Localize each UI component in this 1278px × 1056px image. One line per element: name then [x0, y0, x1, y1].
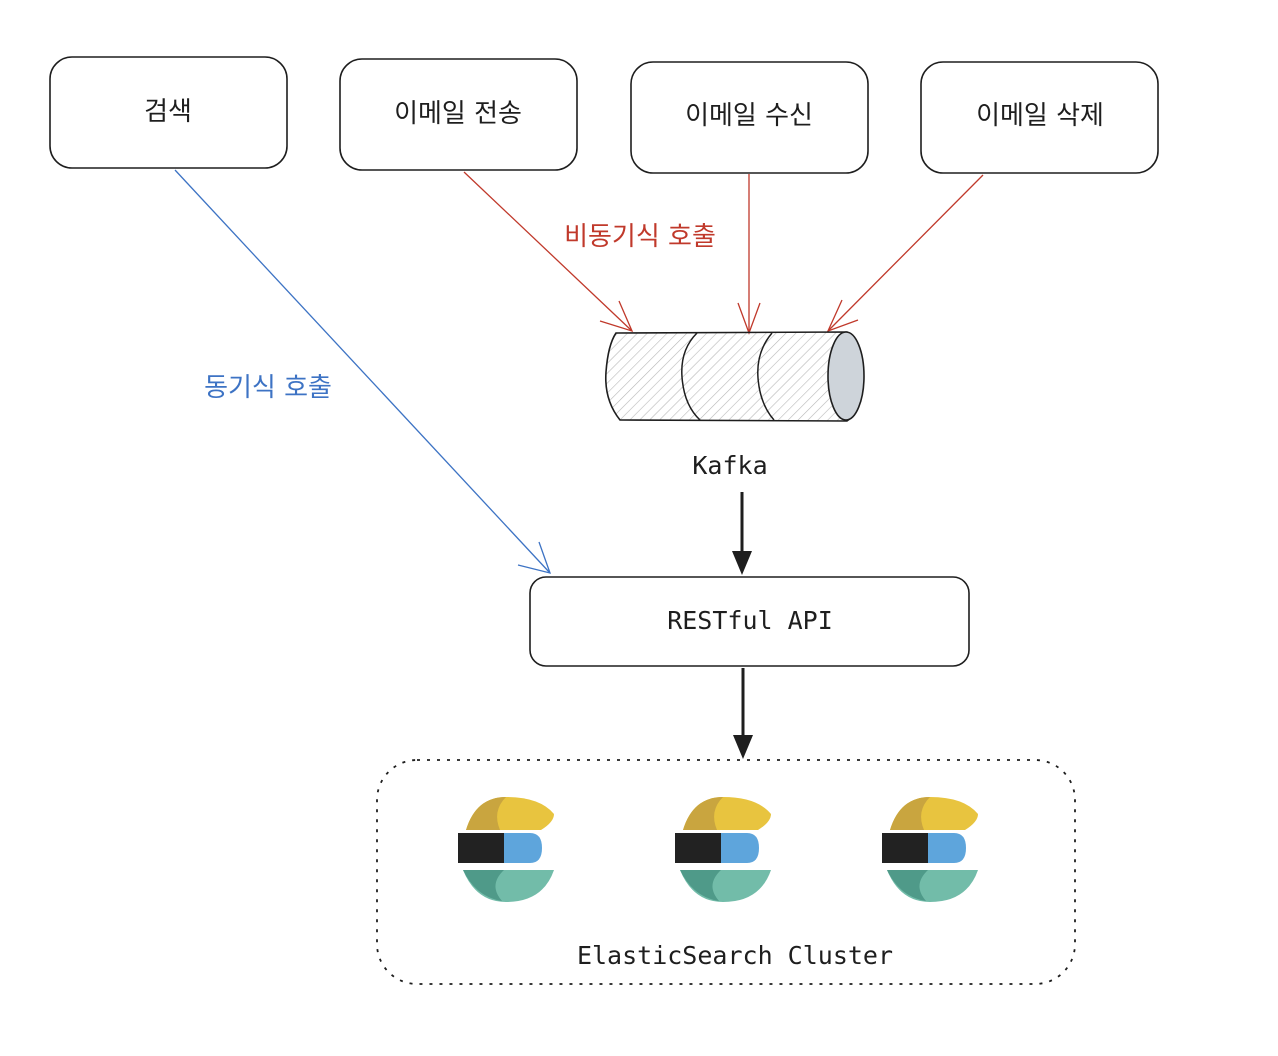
search-node-label: 검색	[144, 97, 192, 127]
kafka-label: Kafka	[692, 451, 767, 480]
email-delete-node-label: 이메일 삭제	[976, 101, 1104, 131]
sync-call-label: 동기식 호출	[204, 373, 332, 403]
arrow-email-send-to-kafka	[463, 171, 633, 332]
elasticsearch-logo-icon	[458, 797, 554, 902]
email-receive-node[interactable]: 이메일 수신	[630, 61, 869, 174]
cluster-label: ElasticSearch Cluster	[577, 941, 893, 970]
arrow-head	[826, 299, 859, 333]
kafka-cylinder-icon	[604, 331, 865, 422]
arrow-email-delete-to-kafka	[827, 174, 984, 332]
elasticsearch-cluster[interactable]	[376, 759, 1076, 985]
sync-arrow	[174, 169, 552, 574]
arrow-head	[517, 541, 552, 574]
async-call-label: 비동기식 호출	[564, 222, 716, 252]
search-node[interactable]: 검색	[49, 56, 288, 169]
email-delete-node[interactable]: 이메일 삭제	[920, 61, 1159, 174]
arrow-api-to-cluster	[733, 668, 753, 759]
email-send-node-label: 이메일 전송	[394, 99, 522, 129]
arrow-kafka-to-api	[732, 492, 752, 575]
elasticsearch-logo-icon	[882, 797, 978, 902]
restful-api-label: RESTful API	[667, 606, 833, 635]
async-arrows	[463, 171, 984, 335]
email-send-node[interactable]: 이메일 전송	[339, 58, 578, 171]
email-receive-node-label: 이메일 수신	[685, 101, 813, 131]
restful-api-node[interactable]: RESTful API	[529, 576, 970, 667]
arrow-search-to-api	[174, 169, 551, 574]
elasticsearch-logo-icon	[675, 797, 771, 902]
arrow-head	[599, 300, 634, 333]
